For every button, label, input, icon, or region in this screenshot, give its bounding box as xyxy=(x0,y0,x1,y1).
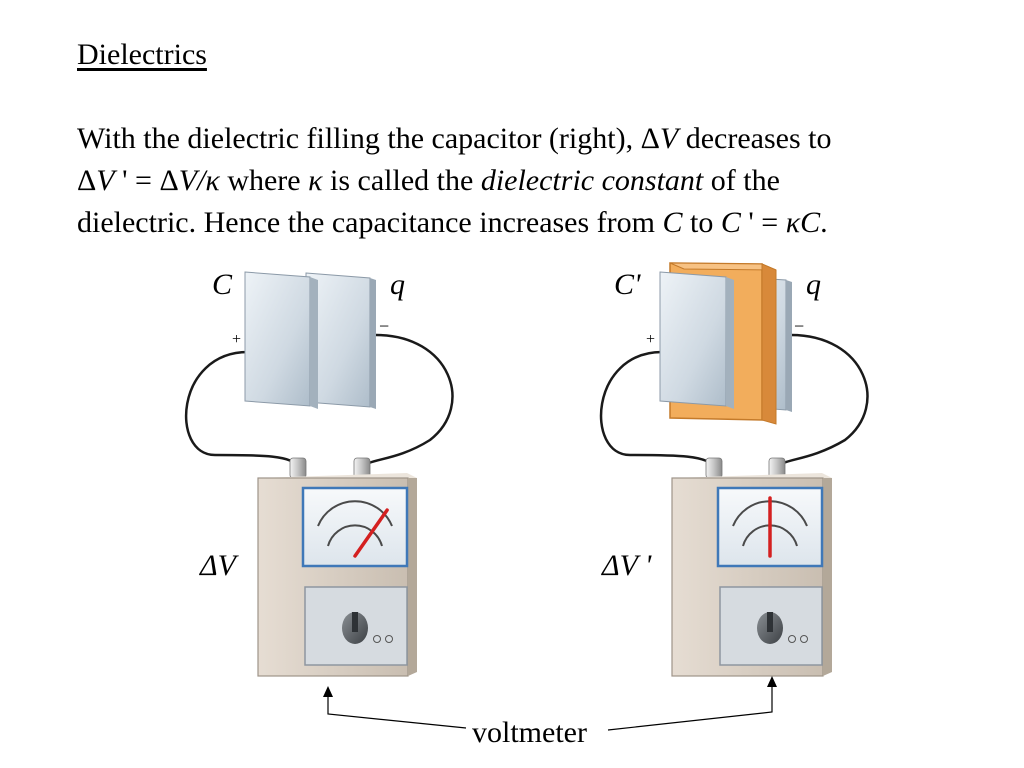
left-meter-side xyxy=(408,478,417,676)
right-jack-2 xyxy=(800,635,808,643)
voltmeter-callout: voltmeter xyxy=(323,676,777,749)
line2-end: of the xyxy=(703,164,780,197)
left-front-plate-edge xyxy=(310,277,318,409)
right-wire-positive xyxy=(599,350,716,469)
left-back-plate-edge xyxy=(370,278,376,409)
delta-symbol: Δ xyxy=(640,122,660,155)
dielectric-constant-term: dielectric constant xyxy=(480,164,704,197)
called-text: is called the xyxy=(322,164,481,197)
right-dielectric-top xyxy=(669,262,777,271)
line1-text-b: decreases to xyxy=(678,122,832,155)
callout-line-left xyxy=(327,694,467,729)
voltage-var: V xyxy=(659,122,679,155)
callout-line-right xyxy=(607,684,773,731)
left-voltage-label: ΔV xyxy=(199,549,240,582)
callout-arrow-right-icon xyxy=(767,676,777,687)
right-capacitance-label: C' xyxy=(614,268,641,301)
right-meter-side xyxy=(823,478,832,676)
right-minus-sign: − xyxy=(794,316,804,336)
explanation-paragraph: With the dielectric filling the capacito… xyxy=(77,118,977,244)
right-terminal-1 xyxy=(705,457,723,479)
right-wire-negative xyxy=(775,333,869,469)
left-capacitance-label: C xyxy=(212,268,233,301)
left-charge-label: q xyxy=(390,268,405,301)
left-plus-sign: + xyxy=(232,331,241,348)
line1-text-a: With the dielectric filling the capacito… xyxy=(77,122,641,155)
left-meter-needle xyxy=(353,508,389,558)
paragraph-line-1: With the dielectric filling the capacito… xyxy=(77,118,977,160)
left-jack-2 xyxy=(385,635,393,643)
to-text: to xyxy=(682,206,721,239)
left-front-plate xyxy=(244,271,311,407)
left-wire-negative xyxy=(360,333,454,469)
voltage-var: V xyxy=(96,164,115,197)
right-back-plate-edge xyxy=(786,280,792,412)
voltage-var: V xyxy=(178,164,198,197)
right-voltage-label: ΔV ' xyxy=(601,549,652,582)
paragraph-line-3: dielectric. Hence the capacitance increa… xyxy=(77,202,977,244)
right-jack-1 xyxy=(788,635,796,643)
left-scale-outer xyxy=(317,500,393,527)
right-front-plate xyxy=(659,271,727,407)
left-voltmeter xyxy=(257,457,417,677)
right-voltmeter xyxy=(671,457,832,677)
delta-symbol: Δ xyxy=(77,164,97,197)
kappa-symbol: κ xyxy=(205,164,220,197)
delta-symbol: Δ xyxy=(159,164,179,197)
capacitance-var: C xyxy=(662,206,683,239)
left-jack-1 xyxy=(373,635,381,643)
right-dielectric-side xyxy=(761,263,777,425)
right-knob-pointer xyxy=(767,612,773,632)
voltmeter-label: voltmeter xyxy=(472,716,587,749)
right-plus-sign: + xyxy=(646,331,655,348)
period: . xyxy=(820,206,828,239)
paragraph-line-2: ΔV ' = ΔV/κ where κ is called the dielec… xyxy=(77,160,977,202)
prime-equals: ' = xyxy=(740,206,786,239)
left-terminal-1 xyxy=(289,457,307,479)
capacitance-var: C xyxy=(720,206,741,239)
kappa-symbol: κ xyxy=(308,164,323,197)
left-setup: C q + − ΔV xyxy=(184,268,454,677)
left-scale-inner xyxy=(327,524,383,547)
slash: / xyxy=(197,164,206,197)
page-title: Dielectrics xyxy=(77,38,207,71)
prime-equals: ' = xyxy=(114,164,160,197)
right-setup: C' q + − ΔV ' xyxy=(599,262,869,677)
where-text: where xyxy=(219,164,309,197)
left-wire-positive xyxy=(184,350,300,469)
right-charge-label: q xyxy=(806,268,821,301)
left-minus-sign: − xyxy=(379,316,389,336)
left-knob-pointer xyxy=(352,612,358,632)
callout-arrow-left-icon xyxy=(323,686,333,697)
kappa-c: κC xyxy=(785,206,821,239)
right-front-plate-edge xyxy=(726,277,734,409)
line3-text-a: dielectric. Hence the capacitance increa… xyxy=(77,206,663,239)
